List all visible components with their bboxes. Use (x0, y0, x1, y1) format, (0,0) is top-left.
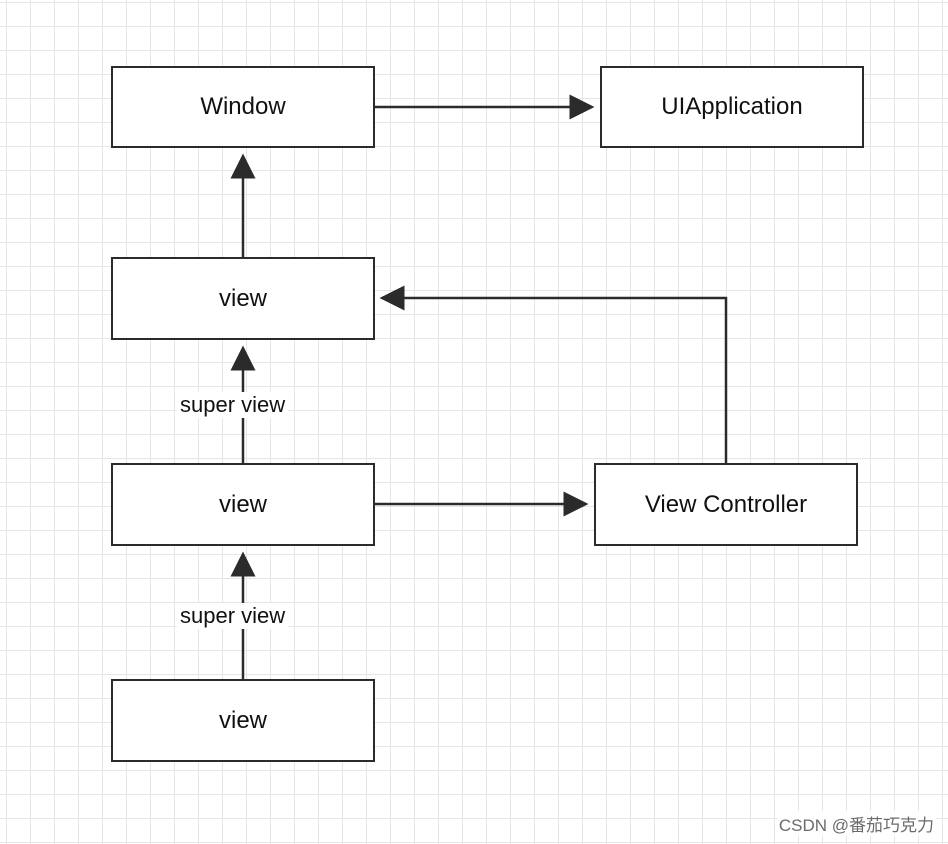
node-uiapplication: UIApplication (600, 66, 864, 148)
edge-view-controller-to-view-top (379, 285, 728, 463)
node-window-label: Window (200, 93, 286, 120)
node-view-middle-label: view (218, 490, 267, 518)
node-view-top: view (111, 257, 375, 340)
node-view-bottom: view (111, 679, 375, 762)
watermark: CSDN @番茄巧克力 (776, 811, 936, 836)
node-view-middle: view (111, 463, 375, 546)
node-view-controller: View Controller (594, 463, 858, 546)
node-view-top-label: view (218, 284, 267, 312)
node-view-controller-label: View Controller (644, 490, 808, 518)
edge-label-bottom-to-middle: super view (177, 603, 289, 629)
edge-label-middle-to-top: super view (177, 392, 289, 418)
node-view-bottom-label: view (218, 706, 267, 734)
node-window: Window (111, 66, 375, 148)
node-uiapplication-label: UIApplication (661, 93, 803, 120)
